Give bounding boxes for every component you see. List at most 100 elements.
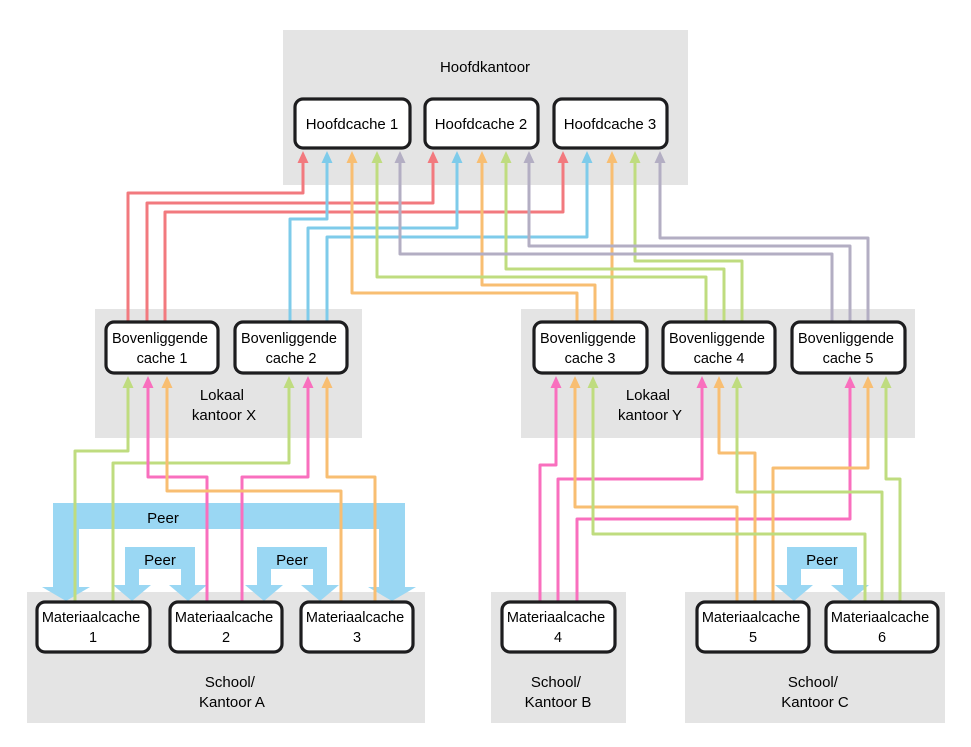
arrowhead-bov3-to-hoofdcache3 bbox=[606, 151, 618, 163]
arrowhead-bov5-to-hoofdcache3 bbox=[654, 151, 666, 163]
arrowhead-bov1-to-hoofdcache1 bbox=[297, 151, 309, 163]
edge-bov1-to-hoofdcache3 bbox=[163, 162, 565, 322]
edge-bov5-to-hoofdcache1 bbox=[398, 162, 834, 322]
edge-bov4-to-hoofdcache2 bbox=[504, 162, 726, 322]
arrowhead-bov2-to-hoofdcache3 bbox=[581, 151, 593, 163]
labels: Hoofdkantoor Hoofdcache 1 Hoofdcache 2 H… bbox=[42, 59, 933, 711]
bovenliggende-2-label: Bovenliggende cache 2 bbox=[241, 331, 341, 367]
arrowhead-bov2-to-hoofdcache2 bbox=[451, 151, 463, 163]
node-bovenliggende-cache-3 bbox=[532, 320, 649, 375]
edge-bov5-to-hoofdcache2 bbox=[527, 162, 852, 322]
edge-mat6-to-bov5 bbox=[884, 387, 902, 602]
node-materiaalcache-5 bbox=[695, 600, 811, 654]
edge-mat4-to-bov4 bbox=[556, 387, 704, 602]
materiaalcache-3-label: Materiaalcache 3 bbox=[306, 610, 408, 646]
edge-mat3-to-bov2 bbox=[325, 387, 377, 602]
arrowhead-mat5-to-bov3 bbox=[569, 376, 581, 388]
arrowhead-bov5-to-hoofdcache2 bbox=[523, 151, 535, 163]
lokaal-kantoor-y-label: Lokaal kantoor Y bbox=[618, 387, 682, 424]
peer-arch3-arrowhead-left bbox=[775, 585, 813, 601]
bovenliggende-1-label: Bovenliggende cache 1 bbox=[112, 331, 212, 367]
arrowhead-bov3-to-hoofdcache1 bbox=[346, 151, 358, 163]
arrowhead-mat4-to-bov5 bbox=[844, 376, 856, 388]
edge-bov1-to-hoofdcache1 bbox=[126, 162, 305, 322]
materiaalcache-1-label: Materiaalcache 1 bbox=[42, 610, 144, 646]
edge-bov4-to-hoofdcache3 bbox=[633, 162, 744, 322]
peer-arch3-arrowhead-right bbox=[831, 585, 869, 601]
arrowhead-mat2-to-bov1 bbox=[142, 376, 154, 388]
peer-band-arrowhead-left bbox=[42, 587, 90, 601]
materiaalcache-6-label: Materiaalcache 6 bbox=[831, 610, 933, 646]
lokaal-kantoor-x-label: Lokaal kantoor X bbox=[192, 387, 256, 424]
arrowhead-mat5-to-bov5 bbox=[862, 376, 874, 388]
arrowhead-bov4-to-hoofdcache3 bbox=[629, 151, 641, 163]
peer-arch-mat2-mat3 bbox=[257, 547, 327, 585]
peer-arch2-arrowhead-left bbox=[245, 585, 283, 601]
arrowhead-bov4-to-hoofdcache1 bbox=[371, 151, 383, 163]
materiaalcache-2-label: Materiaalcache 2 bbox=[175, 610, 277, 646]
peer-band-arrowhead-right bbox=[368, 587, 416, 601]
edge-mat6-to-bov4 bbox=[735, 387, 884, 602]
edge-mat2-to-bov1 bbox=[146, 387, 209, 602]
hoofdkantoor-label: Hoofdkantoor bbox=[440, 59, 530, 76]
peer-arch3-label: Peer bbox=[806, 552, 838, 569]
hoofdcache-3-label: Hoofdcache 3 bbox=[564, 116, 657, 133]
node-materiaalcache-1 bbox=[35, 600, 152, 654]
arrowhead-mat1-to-bov2 bbox=[283, 376, 295, 388]
node-materiaalcache-4 bbox=[500, 600, 617, 654]
peer-arch1-label: Peer bbox=[144, 552, 176, 569]
materiaalcache-5-label: Materiaalcache 5 bbox=[702, 610, 804, 646]
peer-arch2-arrowhead-right bbox=[301, 585, 339, 601]
edge-bov2-to-hoofdcache2 bbox=[306, 162, 459, 322]
edge-bov5-to-hoofdcache3 bbox=[658, 162, 870, 322]
edge-mat4-to-bov3 bbox=[538, 387, 558, 602]
peer-band-a1-a3 bbox=[53, 503, 405, 588]
arrowhead-mat4-to-bov4 bbox=[696, 376, 708, 388]
arrowhead-mat3-to-bov1 bbox=[161, 376, 173, 388]
edge-bov4-to-hoofdcache1 bbox=[375, 162, 708, 322]
node-bovenliggende-cache-2 bbox=[233, 320, 349, 375]
edge-bov3-to-hoofdcache2 bbox=[480, 162, 597, 322]
peer-arch2-label: Peer bbox=[276, 552, 308, 569]
arrowhead-mat5-to-bov4 bbox=[713, 376, 725, 388]
arrowhead-mat6-to-bov5 bbox=[880, 376, 892, 388]
edge-mat3-to-bov1 bbox=[165, 387, 343, 602]
peer-arrows: Peer Peer Peer Peer bbox=[42, 503, 869, 601]
node-hoofdcache-3 bbox=[552, 97, 669, 150]
edge-bov3-to-hoofdcache1 bbox=[350, 162, 579, 322]
arrowhead-bov4-to-hoofdcache2 bbox=[500, 151, 512, 163]
school-kantoor-b-label: School/ Kantoor B bbox=[525, 674, 592, 711]
node-bovenliggende-cache-5 bbox=[790, 320, 907, 375]
bovenliggende-5-label: Bovenliggende cache 5 bbox=[798, 331, 898, 367]
edge-mat1-to-bov1 bbox=[73, 387, 130, 602]
node-hoofdcache-1 bbox=[293, 97, 412, 150]
arrowhead-bov3-to-hoofdcache2 bbox=[476, 151, 488, 163]
peer-arch1-arrowhead-right bbox=[169, 585, 207, 601]
edge-bov2-to-hoofdcache3 bbox=[325, 162, 589, 322]
uplink-edges bbox=[73, 151, 902, 602]
edge-bov2-to-hoofdcache1 bbox=[288, 162, 329, 322]
node-materiaalcache-6 bbox=[824, 600, 940, 654]
arrowhead-mat4-to-bov3 bbox=[550, 376, 562, 388]
bovenliggende-3-label: Bovenliggende cache 3 bbox=[540, 331, 640, 367]
arrowhead-bov5-to-hoofdcache1 bbox=[394, 151, 406, 163]
node-materiaalcache-3 bbox=[299, 600, 415, 654]
arrowhead-mat6-to-bov4 bbox=[731, 376, 743, 388]
arrowhead-bov2-to-hoofdcache1 bbox=[321, 151, 333, 163]
peer-band-label: Peer bbox=[147, 510, 179, 527]
node-bovenliggende-cache-4 bbox=[661, 320, 777, 375]
edge-mat5-to-bov3 bbox=[573, 387, 739, 602]
peer-arch-mat1-mat2 bbox=[125, 547, 195, 585]
arrowhead-mat3-to-bov2 bbox=[321, 376, 333, 388]
school-kantoor-c-label: School/ Kantoor C bbox=[781, 674, 849, 711]
school-kantoor-a-label: School/ Kantoor A bbox=[199, 674, 265, 711]
node-bovenliggende-cache-1 bbox=[104, 320, 220, 375]
peer-arch1-arrowhead-left bbox=[113, 585, 151, 601]
edge-mat6-to-bov3 bbox=[591, 387, 867, 602]
node-materiaalcache-2 bbox=[168, 600, 284, 654]
cache-nodes bbox=[35, 97, 940, 654]
peer-arch-mat5-mat6 bbox=[787, 547, 857, 585]
arrowhead-mat6-to-bov3 bbox=[587, 376, 599, 388]
